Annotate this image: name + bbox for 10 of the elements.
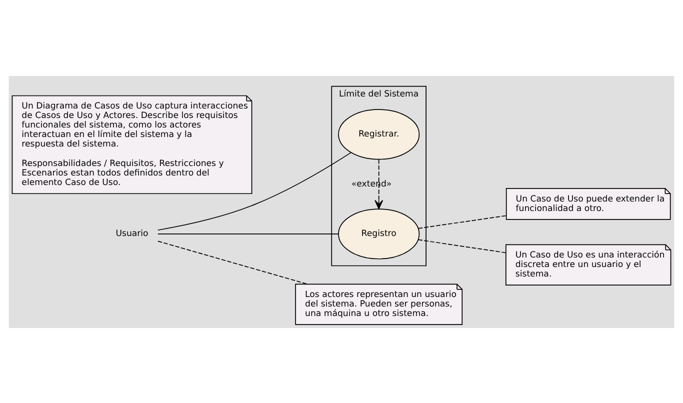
connector: [158, 240, 308, 284]
arrow: [374, 158, 384, 209]
connector: [418, 214, 507, 228]
connector: [158, 233, 339, 234]
connector: [418, 238, 506, 253]
edge-label: «extend»: [351, 178, 392, 189]
node-text: Usuario: [116, 228, 148, 239]
connector: [157, 152, 352, 230]
node-ellipse: Registrar.: [338, 108, 420, 160]
node-ellipse: Registro: [338, 208, 420, 259]
